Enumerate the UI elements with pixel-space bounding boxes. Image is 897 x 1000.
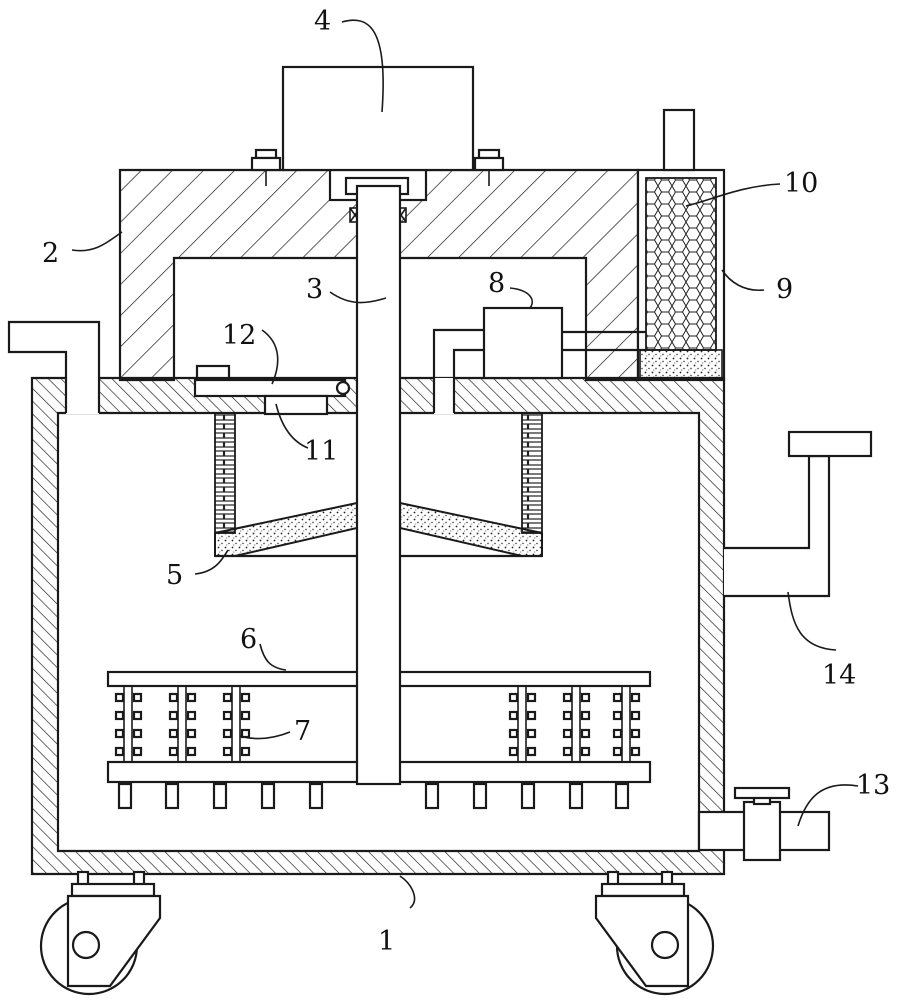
- label-5: 5: [166, 560, 183, 591]
- label-10: 10: [784, 168, 818, 199]
- drain-valve: [697, 786, 831, 862]
- label-11: 11: [304, 436, 338, 467]
- label-3: 3: [306, 274, 323, 305]
- scraper-tooth: [520, 782, 536, 810]
- valve-lever: [193, 364, 351, 416]
- label-6: 6: [240, 624, 257, 655]
- scraper-tooth: [424, 782, 440, 810]
- inlet-pipe-left: [7, 320, 101, 413]
- pump-assembly: [432, 306, 646, 413]
- cover-bolt-right: [473, 148, 505, 186]
- stirring-bristle: [562, 686, 591, 762]
- motor: [281, 65, 475, 172]
- label-8: 8: [488, 268, 505, 299]
- label-7: 7: [294, 716, 311, 747]
- caster-wheel-left: [39, 870, 162, 996]
- scraper-tooth: [308, 782, 324, 810]
- label-2: 2: [42, 238, 59, 269]
- caster-wheel-right: [594, 870, 715, 996]
- stirring-bristle: [114, 686, 143, 762]
- label-13: 13: [856, 770, 890, 801]
- drive-shaft: [355, 184, 402, 786]
- label-1: 1: [378, 926, 395, 957]
- label-4: 4: [314, 6, 331, 37]
- side-outlet-pipe: [724, 430, 873, 598]
- scraper-tooth: [614, 782, 630, 810]
- scraper-tooth: [117, 782, 133, 810]
- label-9: 9: [776, 274, 793, 305]
- leader-lines: [71, 19, 859, 909]
- scraper-tooth: [568, 782, 584, 810]
- stirring-bristle: [222, 686, 251, 762]
- stirring-bristle: [612, 686, 641, 762]
- stirring-bristle: [168, 686, 197, 762]
- label-12: 12: [222, 320, 256, 351]
- scraper-tooth: [260, 782, 276, 810]
- filter-housing: [636, 108, 726, 382]
- scraper-tooth: [164, 782, 180, 810]
- scraper-tooth: [212, 782, 228, 810]
- label-14: 14: [822, 660, 856, 691]
- stirring-bristle: [508, 686, 537, 762]
- cover-bolt-left: [250, 148, 282, 186]
- scraper-tooth: [472, 782, 488, 810]
